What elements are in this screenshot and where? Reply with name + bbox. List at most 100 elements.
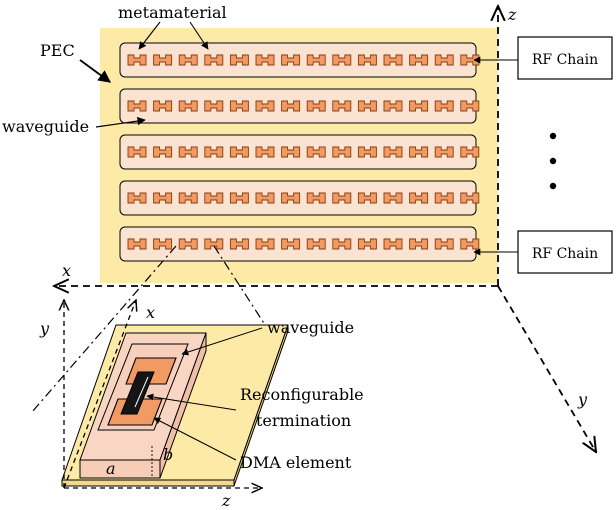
metamaterial-element bbox=[127, 100, 147, 112]
metamaterial-element bbox=[281, 238, 301, 250]
metamaterial-element bbox=[460, 192, 480, 204]
metamaterial-element bbox=[255, 192, 275, 204]
metamaterial-element bbox=[178, 192, 198, 204]
metamaterial-element bbox=[409, 54, 429, 66]
rf-chain-bottom: RF Chain bbox=[517, 230, 613, 274]
metamaterial-element bbox=[255, 146, 275, 158]
metamaterial-element bbox=[332, 146, 352, 158]
axis-y-line bbox=[497, 285, 596, 452]
reconfigurable-label-2: termination bbox=[256, 411, 351, 430]
continuation-dot bbox=[549, 182, 557, 190]
metamaterial-element bbox=[281, 192, 301, 204]
metamaterial-element bbox=[127, 192, 147, 204]
waveguide-arrow bbox=[95, 116, 146, 128]
metamaterial-element bbox=[153, 100, 173, 112]
metamaterial-element bbox=[229, 100, 249, 112]
inset-board-side bbox=[233, 324, 289, 487]
metamaterial-element bbox=[153, 238, 173, 250]
inset-block-front bbox=[79, 459, 161, 479]
metamaterial-element bbox=[178, 54, 198, 66]
metamaterial-element bbox=[383, 192, 403, 204]
axis-x-label: x bbox=[62, 261, 71, 280]
metamaterial-element bbox=[332, 54, 352, 66]
metamaterial-element bbox=[383, 146, 403, 158]
axis-y-label: y bbox=[577, 390, 588, 409]
metamaterial-element bbox=[383, 54, 403, 66]
metamaterial-element bbox=[255, 238, 275, 250]
metamaterial-element bbox=[281, 100, 301, 112]
metamaterial-element bbox=[306, 100, 326, 112]
metamaterial-element bbox=[204, 146, 224, 158]
metamaterial-element bbox=[434, 238, 454, 250]
pec-arrow bbox=[79, 59, 112, 83]
metamaterial-element bbox=[357, 192, 377, 204]
metamaterial-element bbox=[178, 146, 198, 158]
metamaterial-arrow-1 bbox=[138, 21, 161, 50]
continuation-dots bbox=[549, 132, 557, 190]
rf-chain-bottom-label: RF Chain bbox=[532, 246, 598, 262]
metamaterial-element bbox=[409, 100, 429, 112]
metamaterial-element bbox=[229, 238, 249, 250]
metamaterial-element bbox=[460, 146, 480, 158]
metamaterial-label: metamaterial bbox=[118, 3, 227, 22]
metamaterial-element bbox=[409, 192, 429, 204]
dim-b-label: b bbox=[163, 445, 173, 464]
metamaterial-element bbox=[357, 238, 377, 250]
rf-chain-top-label: RF Chain bbox=[532, 52, 598, 68]
pec-label: PEC bbox=[40, 41, 75, 60]
metamaterial-element bbox=[434, 54, 454, 66]
metamaterial-element bbox=[383, 100, 403, 112]
metamaterial-element bbox=[229, 192, 249, 204]
reconfigurable-arrow bbox=[146, 393, 237, 411]
inset-axis-y-label: y bbox=[39, 319, 50, 338]
metamaterial-element bbox=[255, 100, 275, 112]
metamaterial-element bbox=[204, 238, 224, 250]
continuation-dot bbox=[549, 157, 557, 165]
metamaterial-element bbox=[153, 192, 173, 204]
metamaterial-element bbox=[204, 100, 224, 112]
metamaterial-element bbox=[409, 146, 429, 158]
metamaterial-element bbox=[306, 192, 326, 204]
dma-element-label: DMA element bbox=[240, 453, 352, 472]
metamaterial-element bbox=[204, 54, 224, 66]
waveguide-array bbox=[119, 42, 480, 262]
metamaterial-element bbox=[306, 54, 326, 66]
metamaterial-element bbox=[153, 54, 173, 66]
zoom-line-left bbox=[31, 245, 177, 413]
metamaterial-element bbox=[434, 146, 454, 158]
metamaterial-element bbox=[332, 192, 352, 204]
metamaterial-element bbox=[281, 54, 301, 66]
inset-waveguide-arrow bbox=[181, 327, 263, 356]
inset-waveguide-label: waveguide bbox=[267, 318, 354, 337]
inset-axis-x-line bbox=[63, 300, 136, 489]
metamaterial-element bbox=[178, 100, 198, 112]
inset-block-side bbox=[159, 332, 207, 479]
inset-board-edge bbox=[61, 479, 235, 487]
metamaterial-element bbox=[229, 146, 249, 158]
axis-z-label: z bbox=[507, 5, 517, 24]
metamaterial-element bbox=[357, 54, 377, 66]
dim-a-label: a bbox=[106, 459, 116, 478]
metamaterial-element bbox=[153, 146, 173, 158]
reconfigurable-label-1: Reconfigurable bbox=[240, 385, 364, 404]
metamaterial-element bbox=[357, 146, 377, 158]
metamaterial-element bbox=[460, 100, 480, 112]
metamaterial-element bbox=[357, 100, 377, 112]
metamaterial-element bbox=[204, 192, 224, 204]
metamaterial-element bbox=[127, 54, 147, 66]
metamaterial-element bbox=[383, 238, 403, 250]
metamaterial-element bbox=[281, 146, 301, 158]
dma-element-arrow bbox=[153, 417, 237, 461]
metamaterial-element bbox=[255, 54, 275, 66]
metamaterial-arrow-2 bbox=[189, 21, 209, 50]
metamaterial-element bbox=[332, 100, 352, 112]
inset-axis-z-label: z bbox=[221, 491, 231, 510]
inset-axis-x-label: x bbox=[146, 303, 155, 322]
metamaterial-element bbox=[178, 238, 198, 250]
metamaterial-element bbox=[434, 100, 454, 112]
rf-chain-top: RF Chain bbox=[517, 36, 613, 80]
metamaterial-element bbox=[127, 238, 147, 250]
metamaterial-element bbox=[332, 238, 352, 250]
metamaterial-element bbox=[306, 238, 326, 250]
